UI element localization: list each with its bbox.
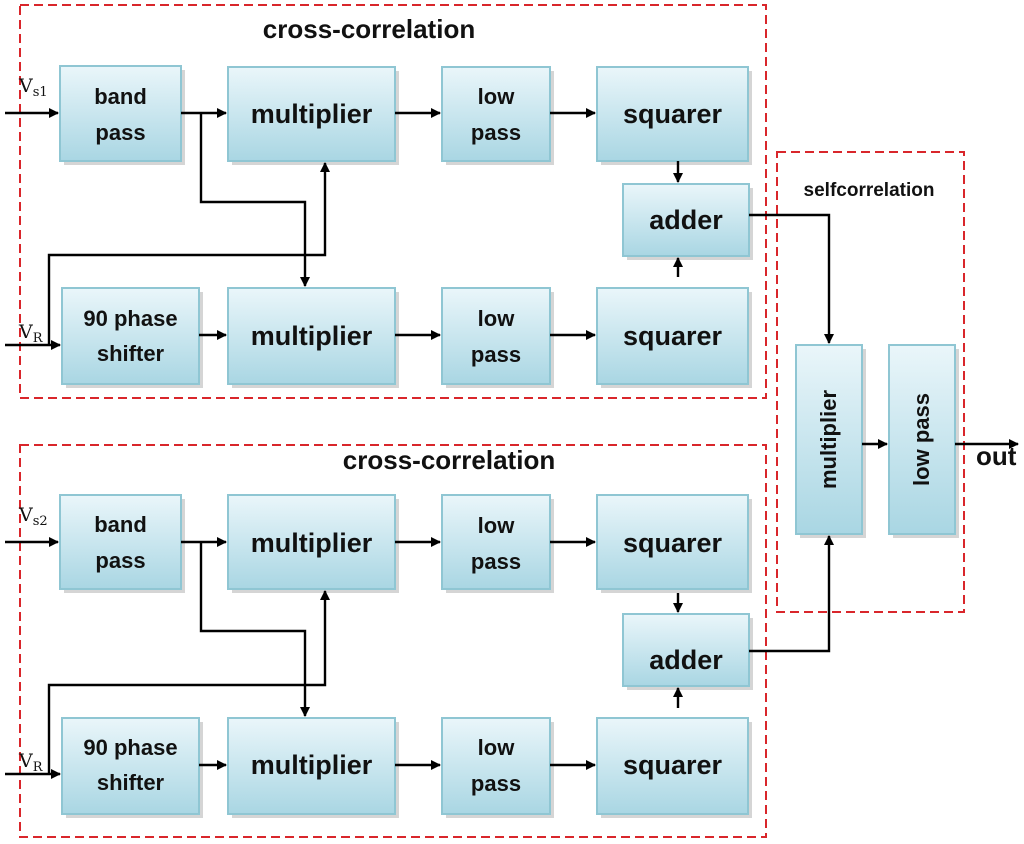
bottom-adder-block: adder [622,613,753,690]
top-multiplier-2-block: multiplier [227,287,399,388]
input-vs1-label: Vs1 [18,75,48,100]
top-bandpass-line2: pass [95,120,145,145]
selfcorrelation-title: selfcorrelation [804,180,935,201]
bottom-lowpass-2-line2: pass [471,771,521,796]
output-label: out [976,441,1017,471]
bottom-multiplier-1-label: multiplier [251,528,373,558]
bottom-cross-correlation-frame [19,444,767,838]
top-cross-correlation-frame [19,4,767,399]
bottom-phase-shifter-line2: shifter [97,770,165,795]
top-lowpass-1-line1: low [478,84,516,109]
bottom-squarer-2-label: squarer [623,750,723,780]
top-lowpass-2-line2: pass [471,342,521,367]
input-vs2-label: Vs2 [18,504,48,529]
bottom-phase-shifter-block: 90 phase shifter [61,717,203,818]
bottom-group-title: cross-correlation [343,445,555,475]
top-wires [5,108,834,350]
top-lowpass-2-block: low pass [441,287,554,388]
bottom-squarer-2-block: squarer [596,717,752,818]
top-bandpass-line1: band [94,84,147,109]
top-phase-shifter-line1: 90 phase [83,306,177,331]
bottom-bandpass-block: band pass [59,494,185,593]
top-lowpass-1-line2: pass [471,120,521,145]
bottom-wires [5,535,834,779]
input-vr2-label: VR [18,750,44,775]
bottom-lowpass-1-line1: low [478,513,516,538]
top-multiplier-2-label: multiplier [251,321,373,351]
top-lowpass-1-block: low pass [441,66,554,165]
self-lowpass-block: low pass [888,344,959,538]
bottom-lowpass-2-line1: low [478,735,516,760]
top-adder-block: adder [622,183,753,260]
bottom-multiplier-2-label: multiplier [251,750,373,780]
input-vr1-label: VR [18,321,44,346]
bottom-phase-shifter-line1: 90 phase [83,735,177,760]
selfcorrelation-frame [776,151,965,613]
top-lowpass-2-line1: low [478,306,516,331]
top-phase-shifter-line2: shifter [97,341,165,366]
bottom-squarer-1-block: squarer [596,494,752,593]
bottom-multiplier-2-block: multiplier [227,717,399,818]
self-multiplier-block: multiplier [795,344,866,538]
bottom-lowpass-1-block: low pass [441,494,554,593]
bottom-multiplier-1-block: multiplier [227,494,399,593]
bottom-lowpass-1-line2: pass [471,549,521,574]
top-phase-shifter-block: 90 phase shifter [61,287,203,388]
bottom-adder-label: adder [649,645,723,675]
top-squarer-1-block: squarer [596,66,752,165]
self-lowpass-label: low pass [909,393,934,486]
top-squarer-2-block: squarer [596,287,752,388]
top-multiplier-1-block: multiplier [227,66,399,165]
bottom-squarer-1-label: squarer [623,528,723,558]
top-squarer-2-label: squarer [623,321,723,351]
bottom-bandpass-line1: band [94,512,147,537]
bottom-lowpass-2-block: low pass [441,717,554,818]
bottom-bandpass-line2: pass [95,548,145,573]
top-group-title: cross-correlation [263,14,475,44]
top-squarer-1-label: squarer [623,99,723,129]
top-multiplier-1-label: multiplier [251,99,373,129]
top-adder-label: adder [649,205,723,235]
self-multiplier-label: multiplier [816,390,841,489]
top-bandpass-block: band pass [59,65,185,165]
